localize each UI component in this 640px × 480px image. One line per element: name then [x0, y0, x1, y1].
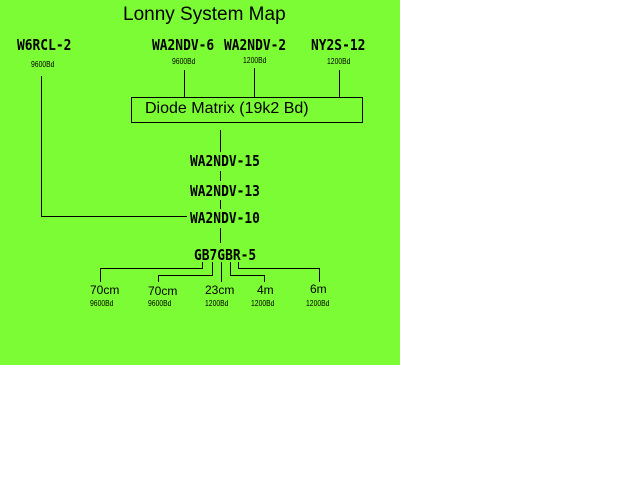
baud-ny2s-12: 1200Bd — [327, 57, 351, 66]
node-wa2ndv-15: WA2NDV-15 — [190, 152, 260, 170]
node-gb7gbr-5: GB7GBR-5 — [194, 246, 257, 264]
node-ny2s-12: NY2S-12 — [311, 36, 366, 54]
port-baud-70cm-1: 9600Bd — [90, 299, 114, 308]
link-port-70cm-2 — [158, 262, 213, 282]
baud-w6rcl-2: 9600Bd — [31, 60, 55, 69]
link-port-6m — [238, 262, 320, 282]
connector-lines — [41, 68, 363, 282]
port-band-4m: 4m — [257, 283, 274, 297]
link-port-70cm-1 — [100, 262, 203, 282]
link-port-4m — [230, 262, 265, 282]
port-band-70cm-2: 70cm — [148, 284, 178, 298]
port-baud-6m: 1200Bd — [306, 299, 330, 308]
diode-matrix-box — [131, 97, 363, 123]
baud-wa2ndv-6: 9600Bd — [172, 57, 196, 66]
port-band-70cm-1: 70cm — [90, 283, 120, 297]
system-map-canvas: Lonny System Map W6RCL-2 9600Bd WA2NDV-6… — [0, 0, 400, 365]
node-wa2ndv-13: WA2NDV-13 — [190, 182, 260, 200]
port-baud-4m: 1200Bd — [251, 299, 275, 308]
node-w6rcl-2: W6RCL-2 — [17, 36, 72, 54]
port-baud-70cm-2: 9600Bd — [148, 299, 172, 308]
diode-matrix-label: Diode Matrix (19k2 Bd) — [145, 100, 309, 117]
node-wa2ndv-2: WA2NDV-2 — [224, 36, 287, 54]
port-baud-23cm: 1200Bd — [205, 299, 229, 308]
port-band-23cm: 23cm — [205, 283, 235, 297]
node-wa2ndv-6: WA2NDV-6 — [152, 36, 215, 54]
node-wa2ndv-10: WA2NDV-10 — [190, 209, 260, 227]
port-band-6m: 6m — [310, 282, 327, 296]
baud-wa2ndv-2: 1200Bd — [243, 56, 267, 65]
map-title: Lonny System Map — [123, 4, 286, 25]
link-w6rcl-wa2ndv10 — [41, 76, 187, 217]
